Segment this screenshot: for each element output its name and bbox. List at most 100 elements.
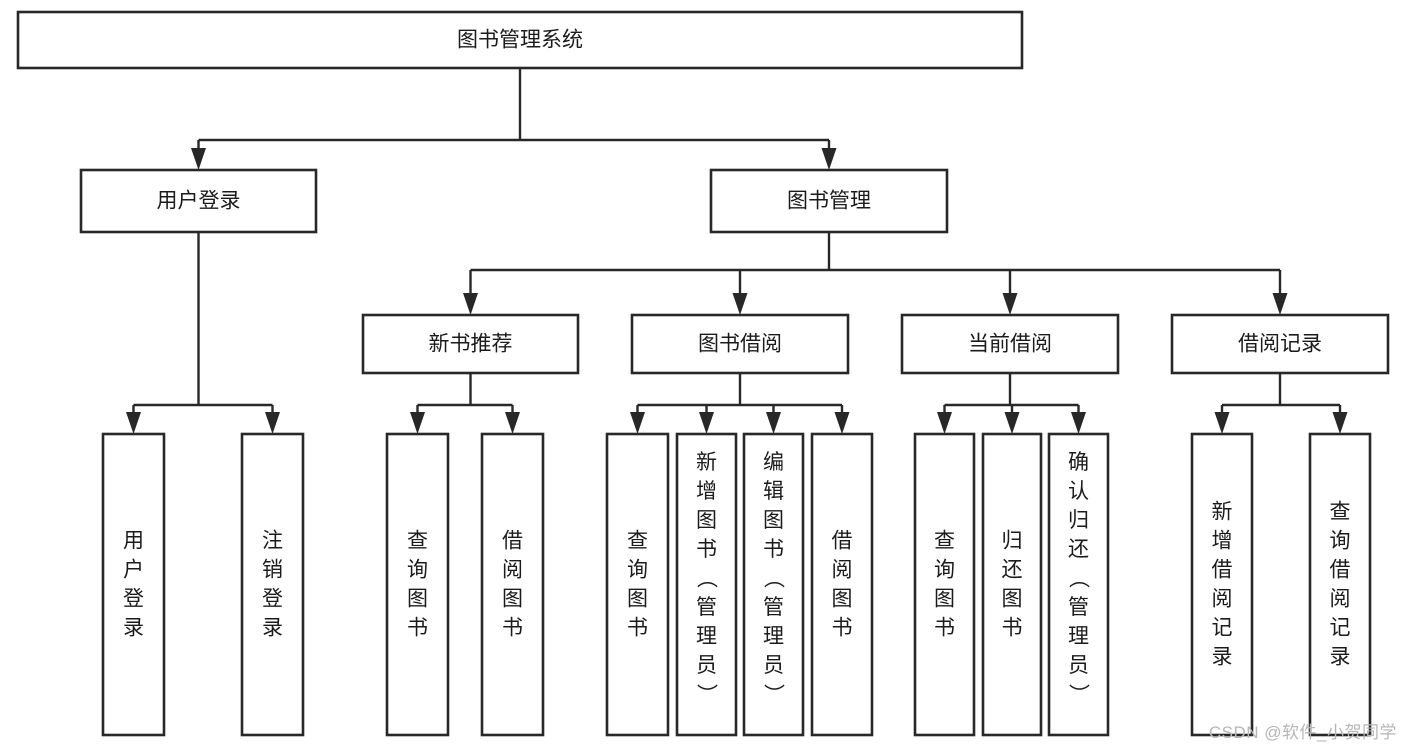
svg-text:登: 登 [262,587,283,610]
node-box[interactable] [709,168,949,234]
edge-arrowhead-icon [834,412,850,434]
node-box[interactable] [16,10,1024,70]
svg-text:登: 登 [123,587,144,610]
edge-arrowhead-icon [191,148,206,170]
svg-text:录: 录 [1212,645,1233,668]
svg-text:理: 理 [1068,625,1089,648]
edge-arrowhead-icon [1272,293,1288,315]
svg-text:（: （ [762,567,785,588]
node-box[interactable] [675,432,738,737]
nodes-layer: 图书管理系统用户登录图书管理新书推荐图书借阅当前借阅借阅记录用户登录注销登录查询… [16,10,1390,737]
svg-text:书: 书 [832,616,853,639]
node-box[interactable] [605,432,670,737]
node-box[interactable] [101,432,166,737]
svg-text:）: ） [695,683,718,704]
svg-text:借: 借 [1212,558,1233,581]
node-box[interactable] [480,432,545,737]
node-box[interactable] [810,432,874,737]
edge-arrowhead-icon [699,412,714,434]
node-box[interactable] [79,168,318,234]
svg-text:）: ） [1067,683,1090,704]
edges-layer [126,68,1348,434]
svg-text:查: 查 [627,529,648,552]
connector-edge-book-manage [463,232,1288,315]
node-label: 新书推荐 [429,333,513,356]
svg-text:图: 图 [934,587,955,610]
svg-text:管: 管 [763,596,784,619]
edge-arrowhead-icon [937,412,952,434]
node-label: 用户登录 [123,529,144,639]
svg-text:书: 书 [407,616,428,639]
node-box[interactable] [1047,432,1110,737]
connector-edge-user-login [126,232,280,434]
node-user-login[interactable]: 用户登录 [79,168,318,234]
node-box[interactable] [1308,432,1372,737]
svg-text:编: 编 [763,451,784,474]
node-label: 图书借阅 [698,333,782,356]
node-box[interactable] [385,432,450,737]
node-box[interactable] [1190,432,1254,737]
node-label: 图书管理 [787,190,871,213]
node-box[interactable] [630,313,850,375]
svg-text:查: 查 [1330,500,1351,523]
connector-edge-current-borrow [937,373,1086,434]
svg-text:查: 查 [934,529,955,552]
svg-text:书: 书 [502,616,523,639]
svg-text:书: 书 [763,538,784,561]
svg-text:员: 员 [763,654,784,677]
node-book-borrow[interactable]: 图书借阅 [630,313,850,375]
node-borrow-record[interactable]: 借阅记录 [1170,313,1390,375]
node-box[interactable] [240,432,305,737]
node-root[interactable]: 图书管理系统 [16,10,1024,70]
node-box[interactable] [900,313,1120,375]
svg-text:户: 户 [123,558,144,581]
svg-text:确: 确 [1068,451,1089,474]
connector-edge-book-borrow [630,373,850,434]
svg-text:图: 图 [763,509,784,532]
svg-text:辑: 辑 [763,480,784,503]
node-leaf-user-login[interactable]: 用户登录 [101,432,166,737]
svg-text:图: 图 [832,587,853,610]
svg-text:员: 员 [696,654,717,677]
svg-text:阅: 阅 [832,558,853,581]
svg-text:书: 书 [1002,616,1023,639]
svg-text:录: 录 [1330,645,1351,668]
svg-text:询: 询 [627,558,648,581]
connector-edge-new-book-rec [410,373,520,434]
node-box[interactable] [1170,313,1390,375]
connector-edge-root [191,68,837,170]
svg-text:书: 书 [627,616,648,639]
svg-text:理: 理 [696,625,717,648]
svg-text:增: 增 [696,480,717,503]
svg-text:阅: 阅 [1330,587,1351,610]
svg-text:管: 管 [1068,596,1089,619]
node-box[interactable] [742,432,805,737]
node-current-borrow[interactable]: 当前借阅 [900,313,1120,375]
node-box[interactable] [361,313,580,375]
node-book-manage[interactable]: 图书管理 [709,168,949,234]
edge-arrowhead-icon [1004,412,1020,434]
node-box[interactable] [981,432,1043,737]
node-new-book-rec[interactable]: 新书推荐 [361,313,580,375]
svg-text:查: 查 [407,529,428,552]
node-box[interactable] [913,432,976,737]
svg-text:归: 归 [1068,509,1089,532]
svg-text:询: 询 [407,558,428,581]
svg-text:书: 书 [696,538,717,561]
